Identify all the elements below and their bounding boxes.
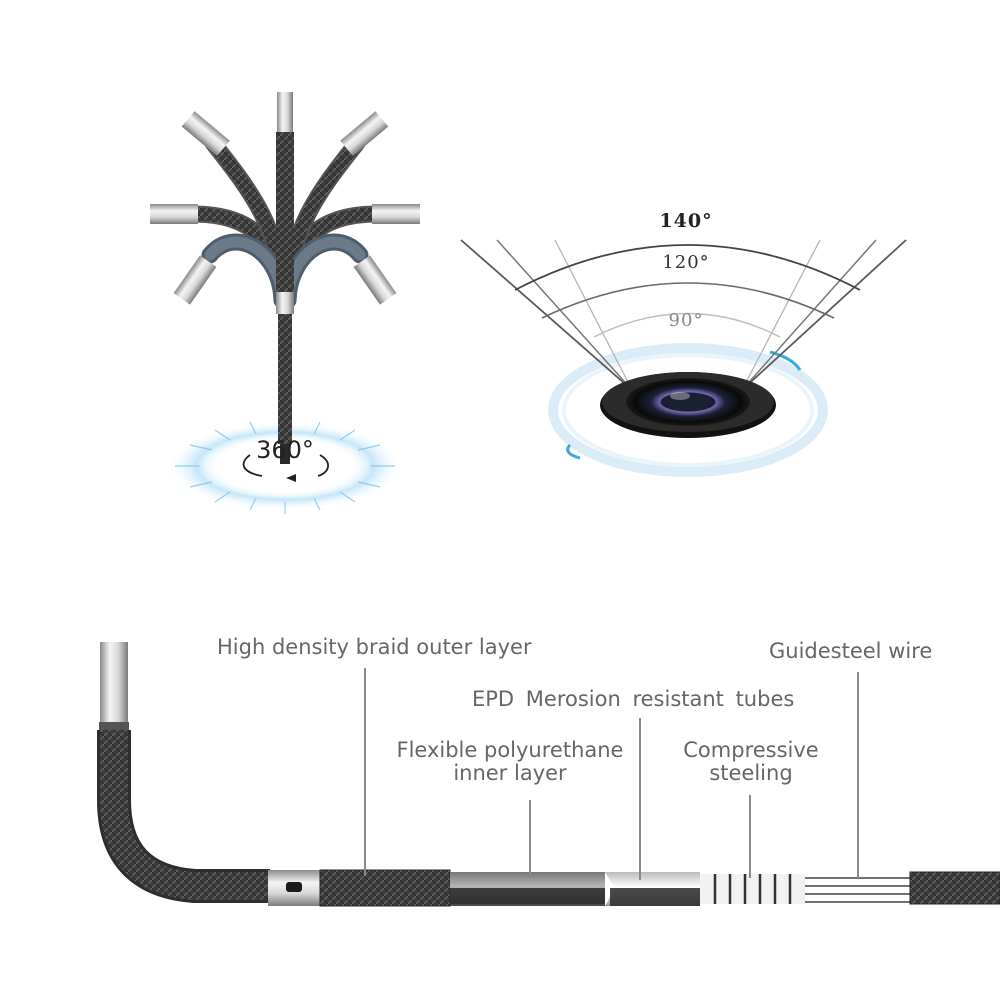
cross-section-tip	[100, 642, 128, 724]
callout-epd-tubes: EPD Merosion resistant tubes	[472, 687, 795, 711]
articulating-probe-illustration	[150, 92, 420, 514]
field-of-view-illustration	[460, 239, 907, 477]
angle-label-90: 90°	[668, 310, 704, 331]
callout-compressive-steeling: Compressive steeling	[681, 739, 821, 785]
callout-polyurethane-line1: Flexible polyurethane	[396, 738, 624, 762]
callout-compressive-line2: steeling	[709, 761, 793, 785]
callout-polyurethane-line2: inner layer	[453, 761, 567, 785]
angle-label-140: 140°	[659, 210, 713, 232]
probe-tips	[150, 111, 420, 305]
angle-label-120: 120°	[662, 252, 710, 273]
callout-polyurethane-inner-layer: Flexible polyurethane inner layer	[392, 739, 628, 785]
rotation-arrow-icon	[242, 454, 329, 477]
center-tip	[277, 92, 293, 132]
rotation-glow	[167, 421, 403, 511]
callout-braid-outer-layer: High density braid outer layer	[217, 635, 532, 659]
callout-compressive-line1: Compressive	[683, 738, 819, 762]
glow-rays	[175, 418, 395, 514]
callout-guidesteel-wire: Guidesteel wire	[769, 639, 933, 663]
rotation-label: 360°	[256, 436, 314, 464]
probe-cross-section	[97, 642, 1000, 907]
